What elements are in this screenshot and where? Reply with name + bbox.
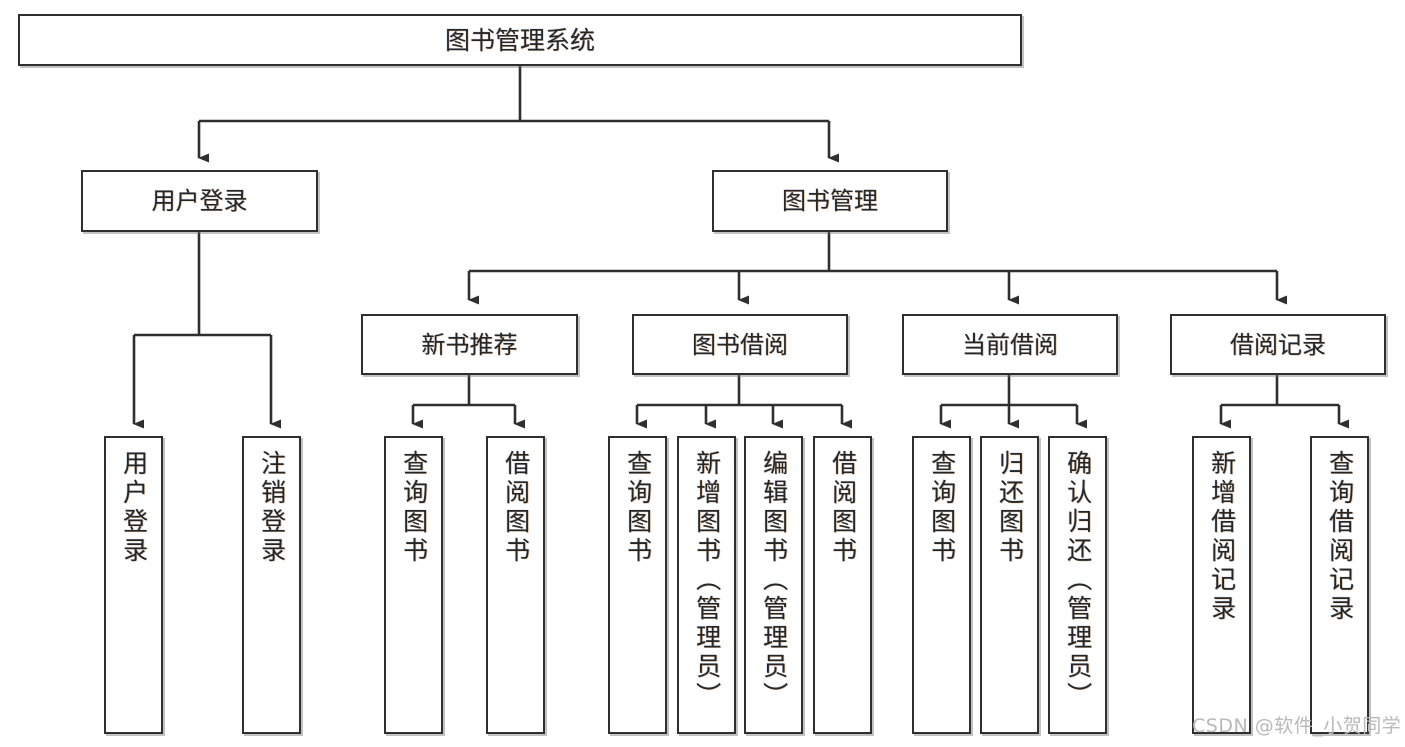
node-label: 用户登录	[119, 450, 149, 566]
node-label: 新书推荐	[421, 330, 518, 359]
node-label: 编辑图书（管理员）	[759, 450, 789, 711]
leaf-query-borrow-record[interactable]: 查询借阅记录	[1310, 436, 1369, 734]
node-label: 确认归还（管理员）	[1063, 450, 1093, 711]
leaf-query-book-recommend[interactable]: 查询图书	[384, 436, 443, 734]
node-label: 借阅记录	[1230, 330, 1326, 359]
node-label: 查询图书	[927, 450, 957, 566]
leaf-add-book-admin[interactable]: 新增图书（管理员）	[677, 436, 736, 734]
node-current-borrow[interactable]: 当前借阅	[902, 314, 1118, 375]
leaf-edit-book-admin[interactable]: 编辑图书（管理员）	[744, 436, 803, 734]
node-label: 当前借阅	[962, 330, 1058, 359]
node-label: 用户登录	[151, 187, 248, 215]
node-borrow-record[interactable]: 借阅记录	[1170, 314, 1386, 375]
node-label: 查询图书	[623, 450, 653, 566]
leaf-query-book-current[interactable]: 查询图书	[912, 436, 971, 734]
node-label: 新增借阅记录	[1207, 450, 1237, 624]
node-label: 注销登录	[257, 450, 287, 566]
node-label: 归还图书	[995, 450, 1025, 566]
leaf-return-book[interactable]: 归还图书	[980, 436, 1039, 734]
leaf-logout[interactable]: 注销登录	[242, 436, 301, 734]
node-label: 借阅图书	[501, 450, 531, 566]
node-label: 图书管理系统	[444, 25, 595, 55]
watermark: CSDN @软件_小贺同学	[1192, 715, 1402, 737]
leaf-add-borrow-record[interactable]: 新增借阅记录	[1192, 436, 1251, 734]
leaf-query-book-borrow[interactable]: 查询图书	[608, 436, 667, 734]
node-label: 新增图书（管理员）	[692, 450, 722, 711]
node-label: 查询图书	[399, 450, 429, 566]
node-label: 查询借阅记录	[1325, 450, 1355, 624]
leaf-borrow-book-borrow[interactable]: 借阅图书	[813, 436, 872, 734]
leaf-confirm-return-admin[interactable]: 确认归还（管理员）	[1048, 436, 1107, 734]
node-new-book-recommend[interactable]: 新书推荐	[361, 314, 578, 375]
leaf-borrow-book-recommend[interactable]: 借阅图书	[486, 436, 545, 734]
node-root-system[interactable]: 图书管理系统	[18, 14, 1022, 66]
node-user-login[interactable]: 用户登录	[81, 170, 318, 232]
leaf-user-login[interactable]: 用户登录	[104, 436, 163, 734]
node-book-management[interactable]: 图书管理	[712, 170, 948, 232]
node-label: 借阅图书	[828, 450, 858, 566]
node-label: 图书借阅	[692, 330, 788, 359]
node-label: 图书管理	[782, 187, 878, 215]
node-book-borrow[interactable]: 图书借阅	[632, 314, 848, 375]
